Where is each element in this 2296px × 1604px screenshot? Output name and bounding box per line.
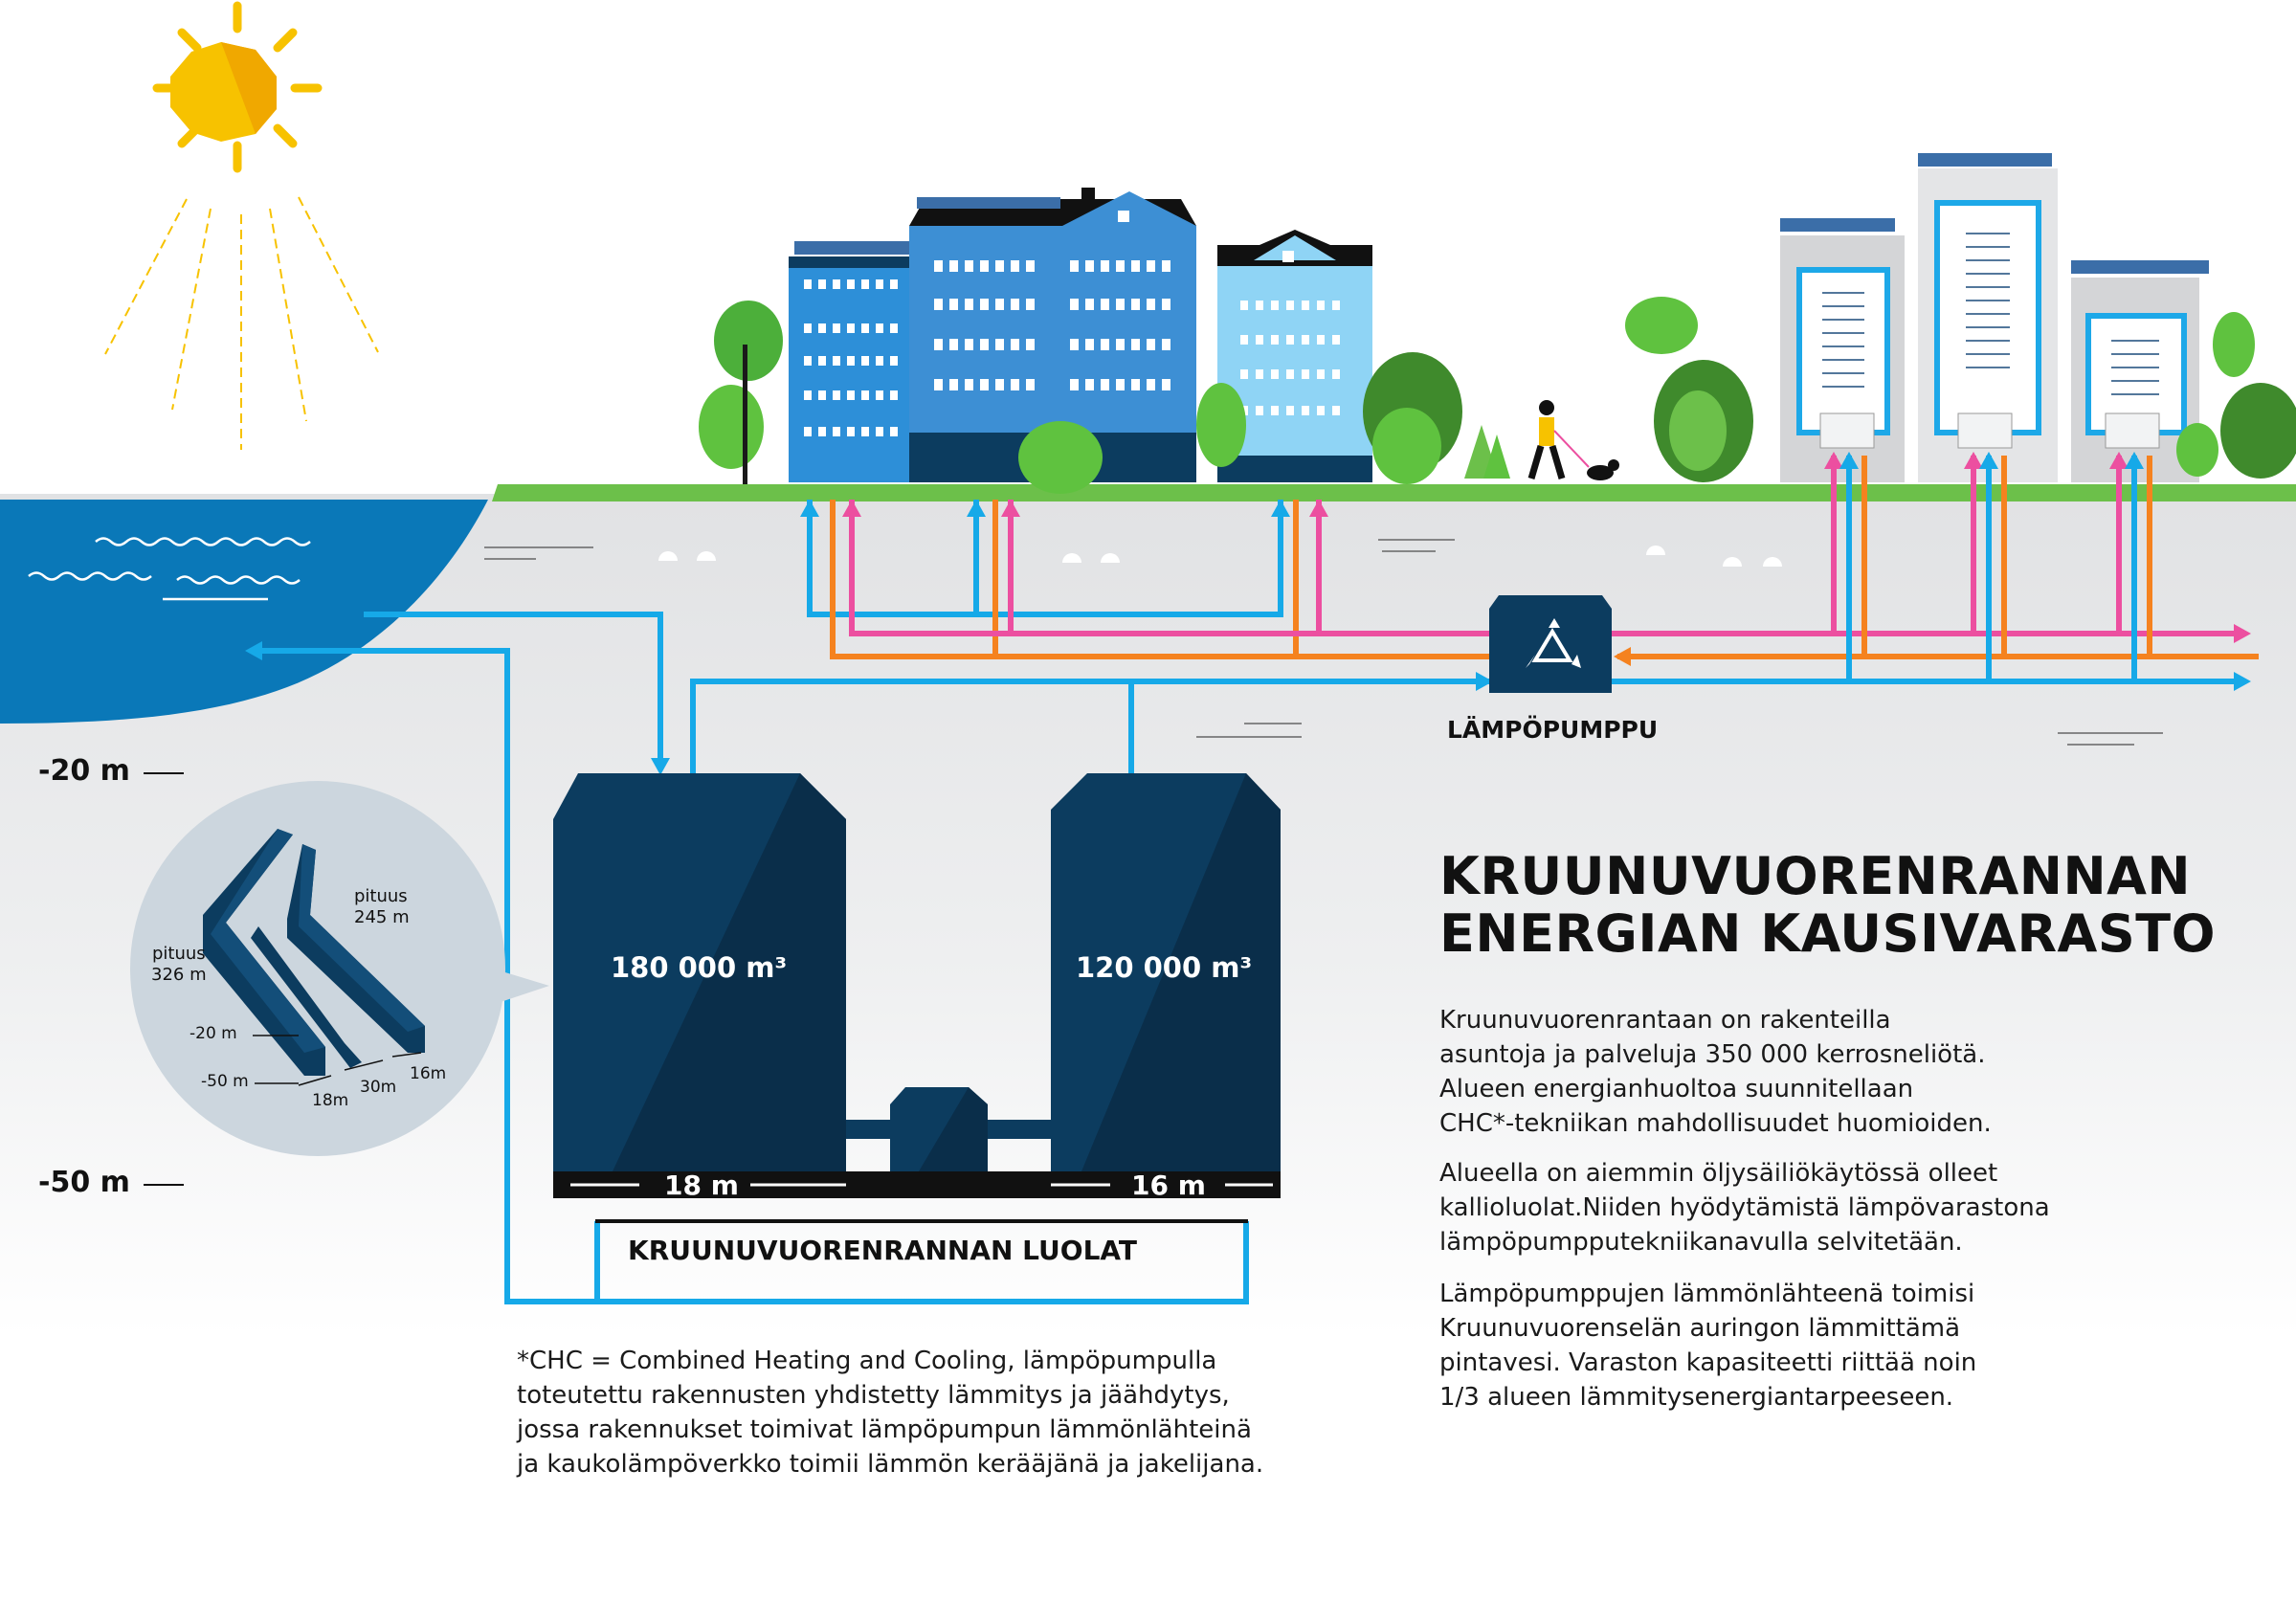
sun-icon [104,1,379,450]
cavern-right-width: 16 m [1131,1170,1206,1201]
footnote-line: jossa rakennukset toimivat lämpöpumpun l… [517,1415,1252,1444]
depth-ticks [144,772,184,1186]
heat-pump-icon [1489,595,1612,693]
trees-left [699,301,1510,494]
paragraph-1: Kruunuvuorenrantaan on rakenteilla asunt… [1439,1003,2243,1141]
office-buildings-right [1625,153,2296,482]
cavern-right-volume: 120 000 m³ [1076,951,1253,984]
waves [28,537,311,601]
sea-water [0,500,488,724]
inset-depth-20: -20 m [189,1024,237,1043]
person-with-dog-icon [1527,400,1619,480]
paragraph-2-line: Alueella on aiemmin öljysäiliökäytössä o… [1439,1159,1998,1188]
inset-length-left: pituus 326 m [151,944,207,986]
footnote-line: *CHC = Combined Heating and Cooling, läm… [517,1347,1217,1375]
apartment-block-left [789,188,1372,482]
paragraph-2: Alueella on aiemmin öljysäiliökäytössä o… [1439,1156,2243,1259]
paragraph-2-line: kallioluolat.Niiden hyödytämistä lämpöva… [1439,1193,2050,1222]
inset-width-16: 16m [410,1064,447,1083]
depth-label-20: -20 m [38,754,130,788]
depth-label-50: -50 m [38,1166,130,1199]
caverns-label: KRUUNUVUORENRANNAN LUOLAT [628,1235,1137,1266]
grass [492,484,2296,501]
inset-length-right-value: 245 m [354,907,410,927]
paragraph-2-line: lämpöpumpputekniikanavulla selvitetään. [1439,1228,1963,1257]
paragraph-1-line: CHC*-tekniikan mahdollisuudet huomioiden… [1439,1109,1992,1138]
cavern-inset [130,781,549,1156]
inset-length-right-word: pituus [354,886,408,906]
inset-length-left-word: pituus [151,944,206,964]
paragraph-1-line: asuntoja ja palveluja 350 000 kerrosneli… [1439,1040,1986,1069]
footnote: *CHC = Combined Heating and Cooling, läm… [517,1344,1321,1481]
cavern-left-volume: 180 000 m³ [611,951,788,984]
inset-length-left-value: 326 m [151,965,207,985]
inset-width-18: 18m [312,1091,349,1110]
paragraph-3-line: 1/3 alueen lämmitysenergiantarpeeseen. [1439,1383,1954,1412]
paragraph-1-line: Alueen energianhuoltoa suunnitellaan [1439,1075,1914,1103]
footnote-line: ja kaukolämpöverkko toimii lämmön kerääj… [517,1450,1264,1479]
ground-stones [658,546,1782,567]
paragraph-3: Lämpöpumppujen lämmönlähteenä toimisi Kr… [1439,1277,2243,1415]
inset-width-30: 30m [360,1078,397,1097]
pipe-arrows [245,452,2251,775]
inset-depth-50: -50 m [201,1072,249,1091]
paragraph-1-line: Kruunuvuorenrantaan on rakenteilla [1439,1006,1891,1035]
pipes [258,456,2259,1304]
paragraph-3-line: pintavesi. Varaston kapasiteetti riittää… [1439,1348,1977,1377]
footnote-line: toteutettu rakennusten yhdistetty lämmit… [517,1381,1230,1410]
title-line-2: ENERGIAN KAUSIVARASTO [1439,903,2216,964]
paragraph-3-line: Kruunuvuorenselän auringon lämmittämä [1439,1314,1961,1343]
heat-pump-label: LÄMPÖPUMPPU [1447,716,1659,744]
paragraph-3-line: Lämpöpumppujen lämmönlähteenä toimisi [1439,1280,1975,1308]
ground-lines [484,539,2163,746]
cavern-left-width: 18 m [664,1170,739,1201]
caverns [553,773,1281,1223]
page-title: KRUUNUVUORENRANNAN ENERGIAN KAUSIVARASTO [1439,848,2216,963]
inset-length-right: pituus 245 m [354,886,410,928]
title-line-1: KRUUNUVUORENRANNAN [1439,846,2192,906]
